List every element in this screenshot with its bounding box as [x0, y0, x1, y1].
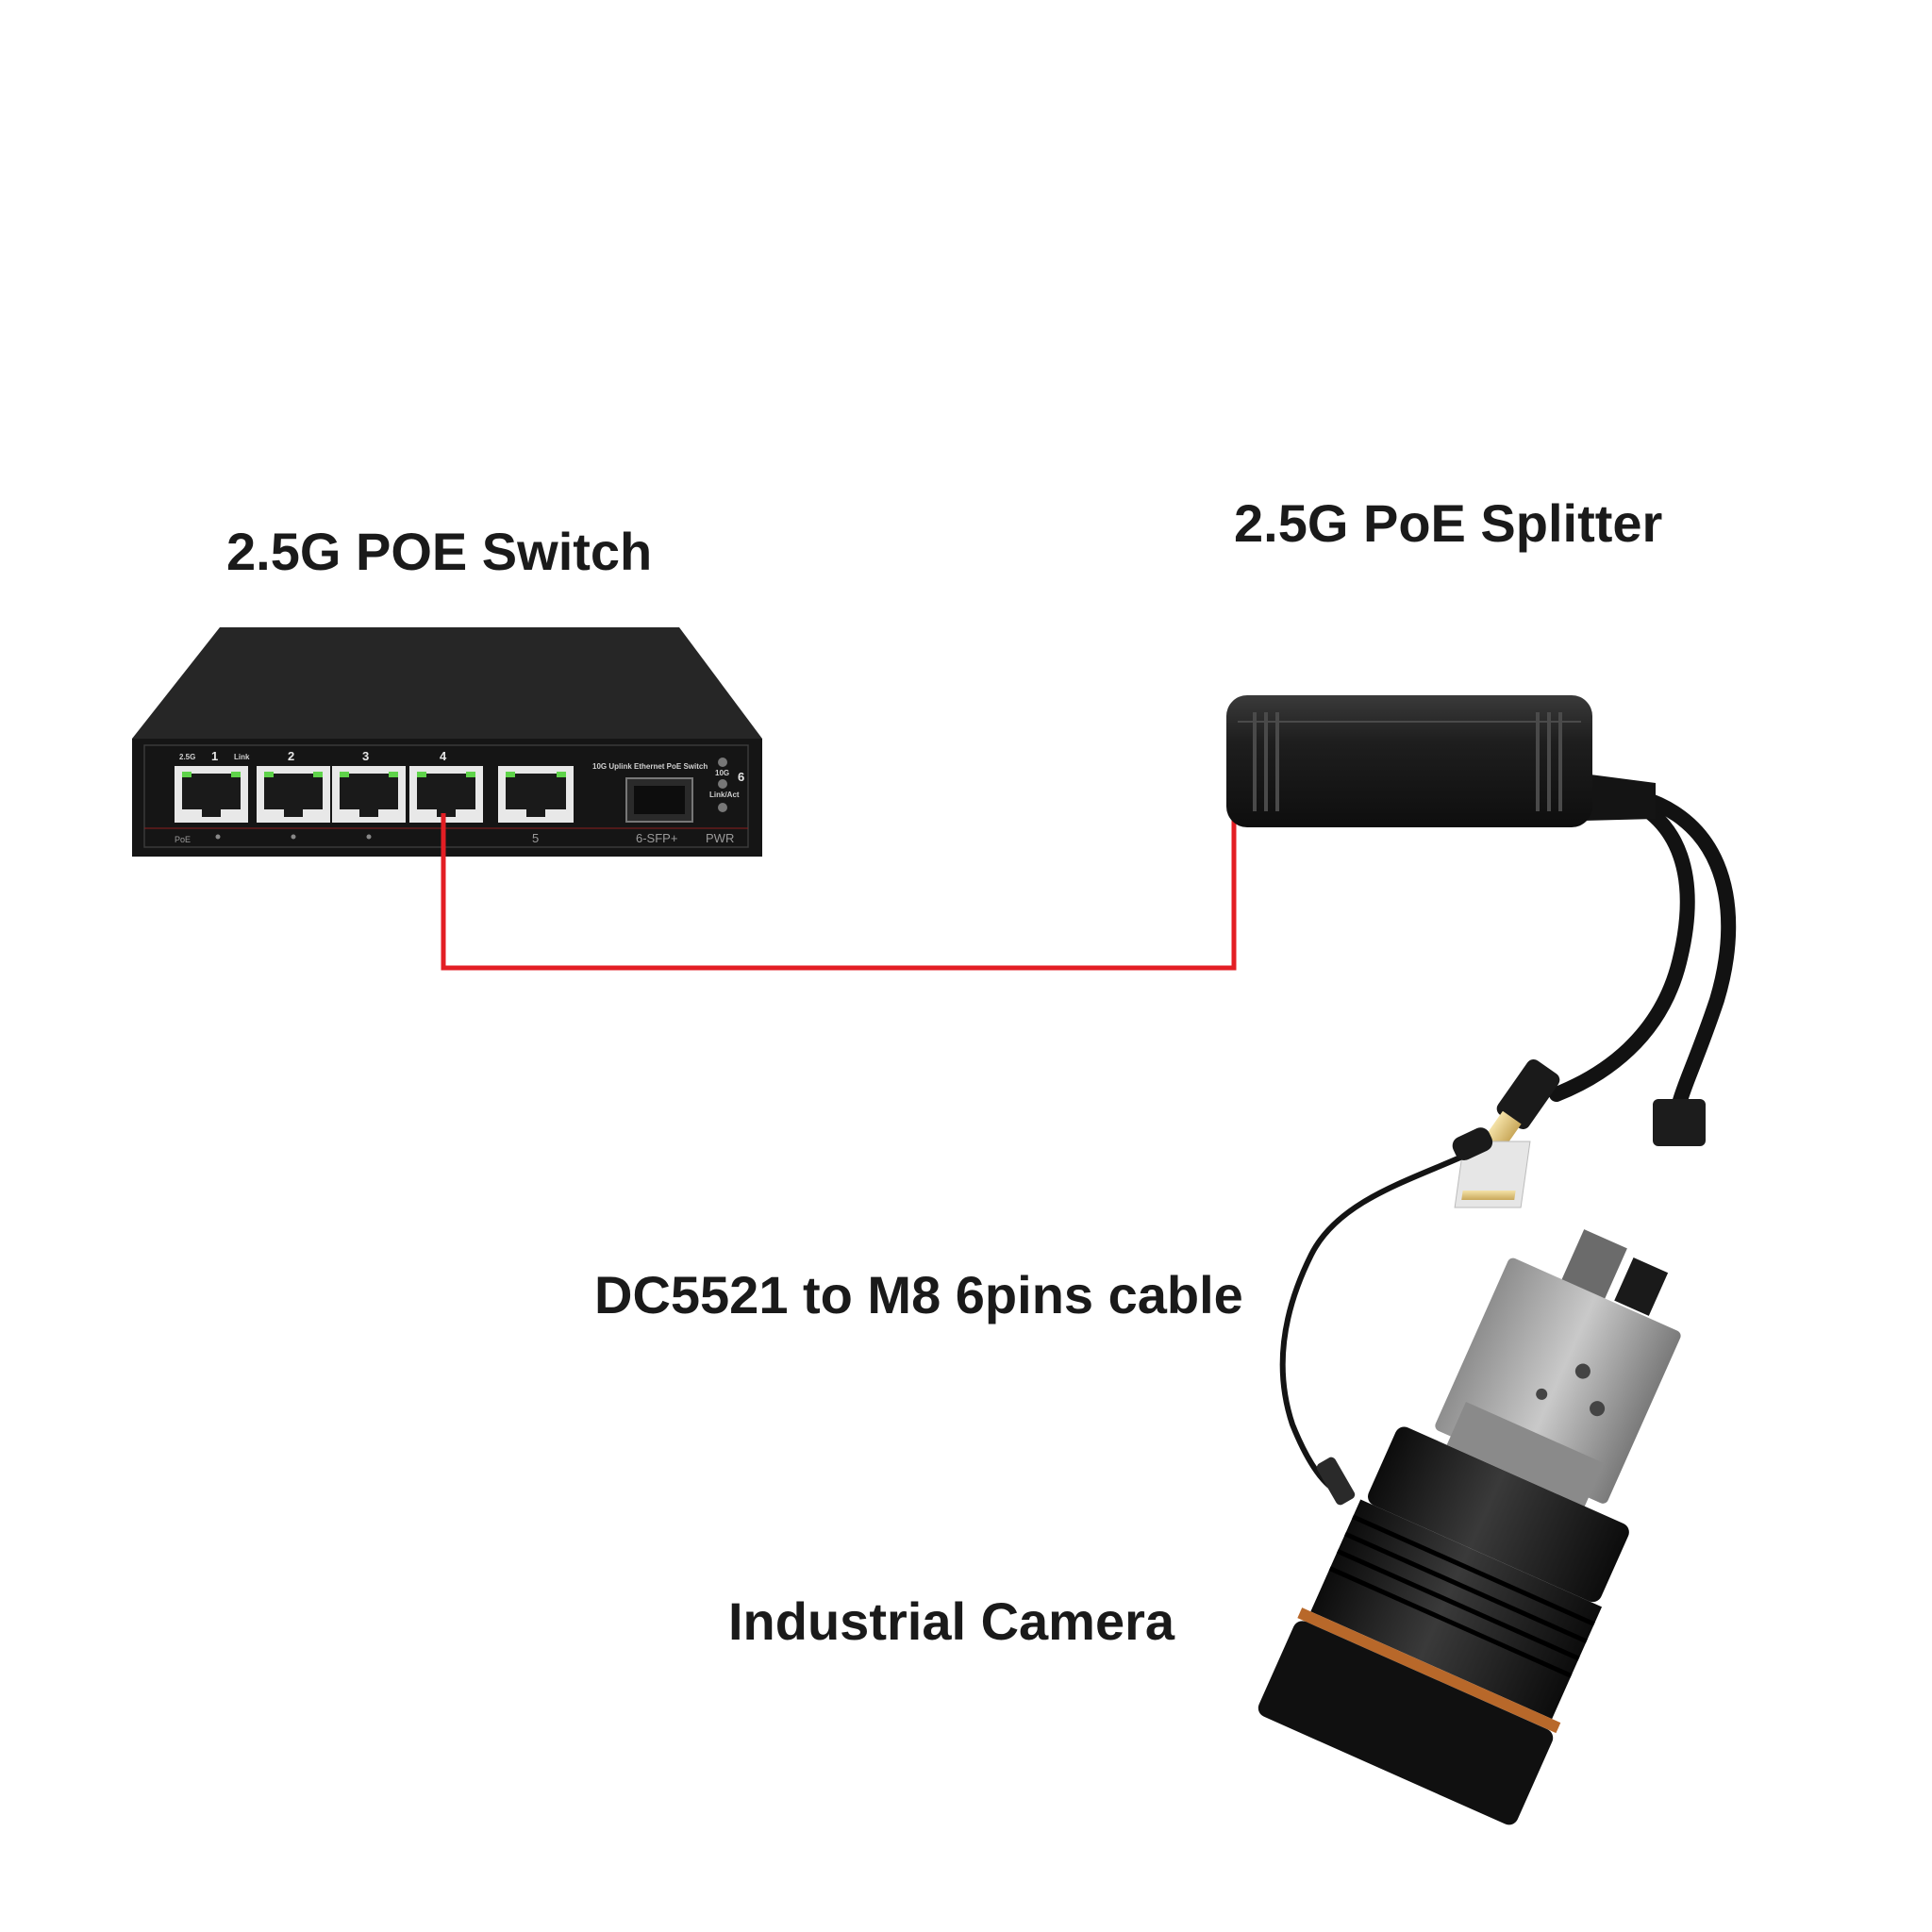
camera-label: Industrial Camera [728, 1591, 1175, 1651]
speed-text: 2.5G [179, 753, 195, 761]
switch-label: 2.5G POE Switch [226, 522, 653, 581]
ethernet-connection-line [441, 791, 1237, 971]
splitter-dc-cable [1549, 783, 1695, 1102]
rj45-plug-icon [1454, 1099, 1706, 1208]
led-10g-icon [718, 758, 727, 767]
splitter-body [1226, 695, 1592, 827]
rj45-port-1[interactable] [175, 766, 248, 823]
port-num-2: 2 [288, 749, 294, 763]
pwr-text: PWR [706, 831, 734, 845]
industrial-camera [1257, 1229, 1681, 1825]
port-num-4: 4 [440, 749, 447, 763]
rj45-port-5[interactable] [498, 766, 574, 823]
dc5521-m8-cable [1279, 1127, 1493, 1506]
switch-top [132, 627, 762, 739]
poe-text: PoE [175, 835, 191, 844]
led-link-icon [718, 779, 727, 789]
m8-connector-icon [1316, 1457, 1356, 1506]
sfp-port[interactable] [625, 777, 693, 823]
dc-jack-icon [1452, 1127, 1493, 1160]
sfp-text: 6-SFP+ [636, 831, 677, 845]
port6-text: 6 [738, 770, 744, 784]
rj45-port-3[interactable] [332, 766, 406, 823]
rj45-port-4[interactable] [409, 766, 483, 823]
cable-label: DC5521 to M8 6pins cable [594, 1265, 1243, 1324]
splitter-rj45-cable [1596, 783, 1737, 1111]
led-10g-text: 10G [715, 769, 729, 777]
port-num-5: 5 [532, 831, 539, 845]
poe-splitter [1226, 695, 1737, 1208]
led-link-text: Link/Act [709, 791, 740, 799]
poe-switch: 2.5G Link 1 2 3 4 10G Uplink Ethernet Po… [132, 627, 762, 857]
camera-lens [1257, 1426, 1629, 1825]
splitter-label: 2.5G PoE Splitter [1234, 493, 1663, 553]
port-num-3: 3 [362, 749, 369, 763]
uplink-text: 10G Uplink Ethernet PoE Switch [592, 762, 708, 771]
link-text: Link [234, 753, 250, 761]
led-pwr-icon [718, 803, 727, 812]
rj45-port-2[interactable] [257, 766, 330, 823]
port-num-1: 1 [211, 749, 218, 763]
